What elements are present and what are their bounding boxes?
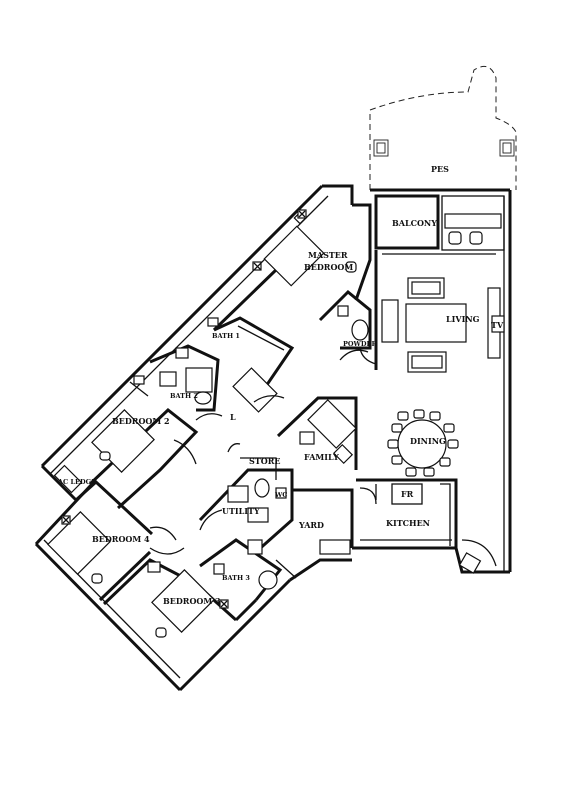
bedroom-4	[47, 479, 185, 602]
label-yard: YARD	[298, 520, 324, 530]
label-pes: PES	[431, 164, 449, 174]
dining-area	[387, 409, 459, 477]
label-dining: DINING	[410, 436, 446, 446]
label-linen: L	[230, 412, 236, 422]
bath-1	[207, 316, 295, 413]
label-store: STORE	[249, 456, 280, 466]
family-room	[276, 396, 358, 470]
label-master-line-1: MASTER	[308, 250, 348, 260]
label-master-line-2: BEDROOM	[304, 262, 353, 272]
yard	[292, 488, 354, 555]
balcony	[374, 194, 505, 251]
label-fridge: FR	[401, 489, 414, 499]
living-room	[374, 250, 505, 373]
label-kitchen: KITCHEN	[386, 518, 430, 528]
label-bath-2: BATH 2	[170, 392, 198, 400]
utility-area	[198, 457, 294, 555]
label-utility: UTILITY	[222, 506, 260, 516]
label-ac-ledge: AC LEDGE	[57, 478, 96, 486]
label-bath-3: BATH 3	[222, 574, 250, 582]
pes-area	[369, 65, 517, 190]
label-family: FAMILY	[304, 452, 339, 462]
label-balcony: BALCONY	[392, 218, 437, 228]
bedroom-2	[53, 375, 199, 510]
bath-2	[149, 344, 220, 412]
label-powder: POWDER	[343, 340, 377, 348]
label-wc: WC	[274, 491, 287, 499]
kitchen	[356, 478, 497, 574]
label-living: LIVING	[446, 314, 480, 324]
label-tv: TV	[491, 320, 504, 330]
label-bedroom-4: BEDROOM 4	[92, 534, 150, 544]
label-bath-1: BATH 1	[212, 332, 240, 340]
room-labels: PES BALCONY MASTER BEDROOM LIVING TV POW…	[57, 164, 504, 606]
bath-3	[199, 538, 297, 601]
label-bedroom-3: BEDROOM 3	[163, 596, 221, 606]
door-swings	[173, 347, 377, 531]
master-bedroom	[212, 203, 372, 332]
bedroom-3	[102, 558, 258, 638]
label-bedroom-2: BEDROOM 2	[112, 416, 170, 426]
